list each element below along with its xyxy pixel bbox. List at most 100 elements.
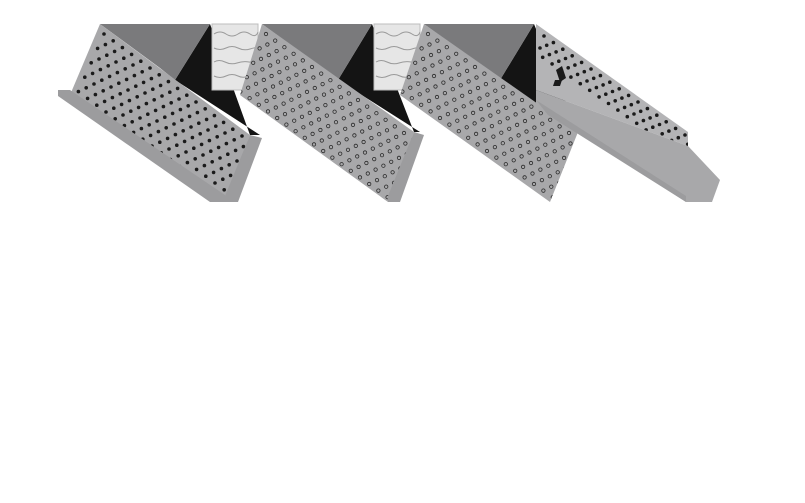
perforation-hole (83, 75, 87, 79)
perforation-hole (426, 98, 432, 104)
perforation-hole (263, 88, 268, 93)
perforation-hole (511, 101, 517, 107)
perforation-hole (379, 153, 385, 158)
perforation-hole (522, 118, 528, 124)
perforation-hole (173, 132, 178, 137)
perforation-hole (641, 118, 646, 123)
perforation-hole (519, 154, 524, 159)
perforation-hole (131, 63, 135, 67)
perforation-hole (306, 100, 311, 105)
perforation-hole (573, 63, 577, 67)
perforation-hole (227, 163, 231, 167)
perforation-hole (482, 71, 487, 76)
perforation-hole (543, 142, 548, 147)
perforation-hole (158, 140, 162, 144)
perforation-hole (138, 116, 142, 120)
perforation-hole (546, 163, 551, 168)
perforation-hole (533, 136, 539, 141)
perforation-hole (295, 83, 300, 88)
end-closure-web (536, 90, 720, 202)
perforation-hole (601, 83, 605, 87)
perforation-hole (312, 85, 317, 91)
perforation-hole (364, 160, 369, 166)
perforation-hole (311, 75, 316, 80)
perforation-hole (156, 129, 161, 134)
perforation-hole (315, 106, 320, 112)
perforation-hole (326, 124, 331, 129)
perforation-hole (510, 91, 515, 96)
perforation-hole (240, 134, 244, 138)
perforation-hole (90, 71, 95, 76)
perforation-hole (198, 132, 202, 136)
perforation-hole (507, 126, 512, 131)
perforation-hole (168, 90, 172, 94)
perforation-hole (340, 105, 345, 110)
perforation-hole (463, 114, 468, 119)
perforation-hole (685, 142, 688, 146)
perforation-hole (597, 95, 601, 99)
perforation-hole (119, 102, 124, 107)
perforation-hole (438, 59, 443, 64)
perforation-hole (569, 151, 575, 157)
perforation-hole (542, 34, 546, 38)
perforation-hole (222, 188, 226, 192)
perforation-hole (310, 131, 315, 136)
perforation-hole (114, 60, 118, 64)
perforation-hole (129, 109, 133, 113)
edge-lip-left (58, 90, 225, 202)
perforation-hole (561, 47, 565, 51)
perforation-hole (265, 42, 270, 47)
perforation-hole (645, 106, 650, 111)
perforation-hole (176, 154, 180, 158)
perforation-hole (348, 101, 353, 107)
perforation-hole (625, 114, 630, 119)
perforation-hole (102, 99, 107, 104)
perforation-hole (436, 48, 441, 54)
perforation-hole (381, 163, 386, 168)
perforation-hole (246, 85, 251, 90)
perforation-hole (390, 170, 395, 175)
perforation-hole (555, 170, 560, 175)
perforation-hole (389, 159, 394, 164)
perforation-hole (591, 76, 596, 81)
perforation-hole (489, 124, 494, 129)
perforation-hole (285, 66, 290, 71)
perforation-hole (527, 150, 532, 155)
perforation-hole (361, 139, 366, 145)
perforation-hole (469, 100, 474, 105)
perforation-hole (216, 145, 221, 150)
perforation-hole (560, 145, 565, 150)
perforation-hole (551, 138, 556, 143)
perforation-hole (622, 105, 627, 110)
perforation-hole (475, 85, 481, 91)
perforation-hole (549, 128, 554, 133)
perforation-hole (219, 166, 224, 171)
perforation-hole (552, 149, 557, 154)
perforation-hole (604, 92, 608, 96)
perforation-hole (163, 115, 167, 119)
perforation-hole (251, 60, 256, 65)
perforation-hole (414, 71, 419, 76)
perforation-hole (355, 154, 360, 159)
perforation-hole (134, 84, 138, 88)
perforation-hole (594, 85, 599, 90)
perforation-hole (655, 113, 659, 117)
perforation-hole (460, 93, 465, 98)
perforation-hole (566, 66, 570, 70)
perforation-hole (651, 125, 655, 129)
perforation-hole (497, 120, 502, 125)
perforation-hole (158, 83, 163, 88)
perforation-hole (204, 174, 208, 178)
perforation-hole (456, 129, 461, 134)
perforation-hole (396, 155, 402, 160)
perforation-hole (347, 158, 352, 163)
perforation-hole (370, 146, 375, 151)
perforation-hole (263, 31, 269, 37)
perforation-hole (309, 64, 315, 70)
perforation-hole (92, 82, 96, 86)
perforation-hole (582, 69, 587, 74)
perforation-hole (576, 137, 578, 142)
perforation-hole (475, 142, 480, 147)
perforation-hole (434, 94, 440, 100)
perforation-hole (345, 147, 351, 152)
